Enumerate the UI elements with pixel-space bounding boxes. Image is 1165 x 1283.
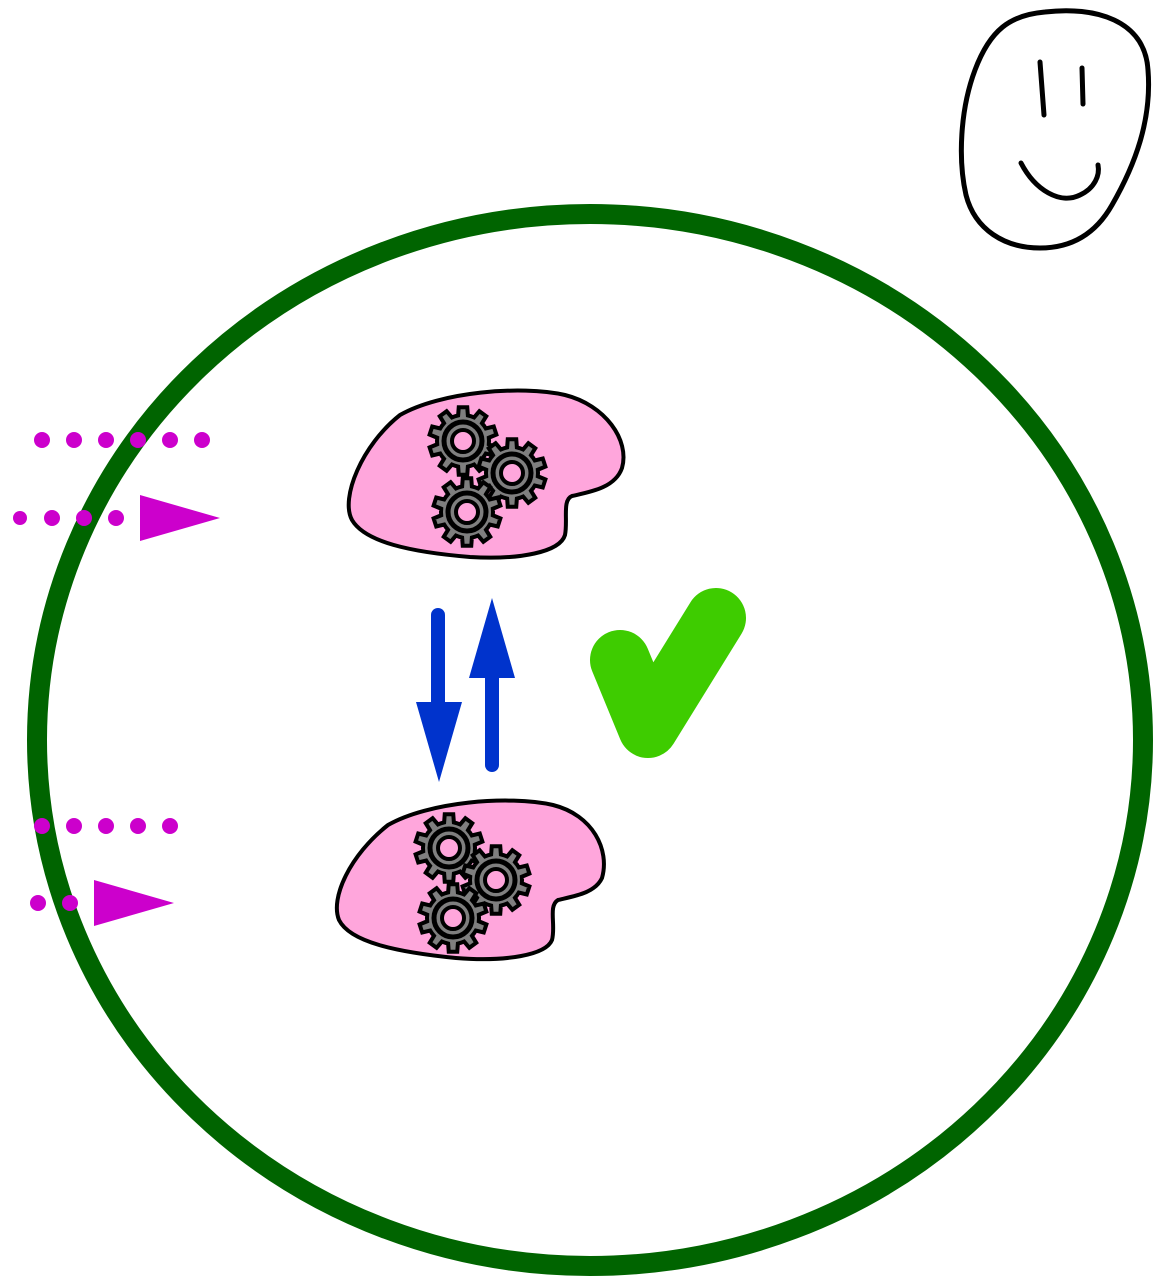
gear-icon [420, 884, 487, 951]
left-eye [1040, 62, 1044, 115]
bottom-pathway-arrowhead [94, 880, 174, 926]
up-arrowhead [469, 598, 515, 678]
down-arrowhead [416, 702, 462, 782]
smile-mouth [1021, 163, 1098, 198]
right-eye [1082, 68, 1083, 104]
interconversion-arrows [416, 598, 515, 782]
top-pathway-arrowhead [140, 495, 220, 541]
smiley-face-icon [961, 11, 1148, 248]
cell-membrane [37, 214, 1143, 1266]
checkmark-icon [620, 618, 716, 728]
gear-icon [434, 478, 501, 545]
organelle-top [349, 391, 624, 558]
organelle-bottom [337, 801, 604, 960]
